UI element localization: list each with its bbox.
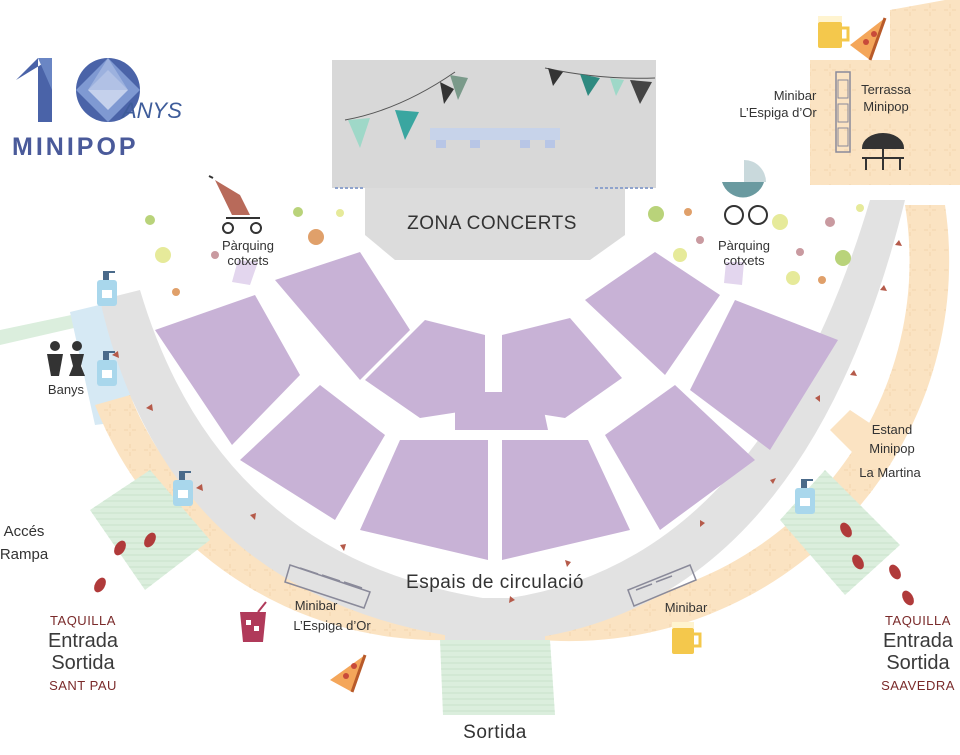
stand-label-2: Minipop <box>869 441 915 456</box>
bunting-flags-icon <box>344 67 656 148</box>
minibar-counter <box>284 564 697 609</box>
terrace-area <box>810 0 960 185</box>
seating-sector <box>605 385 755 530</box>
minibar-top-label-2: L’Espiga d’Or <box>739 105 817 120</box>
zone-concerts-label: ZONA CONCERTS <box>407 213 577 234</box>
seating-sector <box>585 252 720 375</box>
beer-icon <box>672 622 702 654</box>
walkway-arrows <box>112 240 902 603</box>
terrace-label-2: Minipop <box>863 99 909 114</box>
access-label-2: Rampa <box>0 546 49 563</box>
parking-right-label-2: cotxets <box>723 253 765 268</box>
seating-sector <box>502 440 630 560</box>
confetti-dots <box>145 204 864 296</box>
circulation-label: Espais de circulació <box>406 572 584 593</box>
entrance-right-taquilla: Taquilla <box>885 613 951 628</box>
footprints-icon <box>94 522 914 606</box>
parasol-table-icon <box>861 133 905 170</box>
toilet-icon <box>47 341 85 376</box>
access-label-1: Accés <box>4 523 45 540</box>
stroller-parking <box>232 260 744 285</box>
parking-left-label-1: Pàrquing <box>222 238 274 253</box>
stage <box>332 60 656 260</box>
la-martina-label: La Martina <box>859 465 921 480</box>
seating-sector <box>360 440 488 560</box>
stand-label-1: Estand <box>872 422 912 437</box>
entrance-left-line1: Entrada <box>48 630 119 652</box>
entrance-right-line1: Entrada <box>883 630 954 652</box>
minibar-left-label-1: Minibar <box>295 598 338 613</box>
pizza-icon <box>850 17 887 61</box>
seating-sector <box>690 300 838 450</box>
toilets-label: Banys <box>48 382 85 397</box>
logo-wordmark: MINIPOP <box>12 133 139 161</box>
exit-label: Sortida <box>463 722 527 743</box>
entrance-left-line2: Sortida <box>51 652 115 674</box>
seating-sector <box>155 295 300 445</box>
minipop-logo: ANYS MINIPOP <box>12 58 182 161</box>
seating-sectors <box>155 252 838 560</box>
stroller-icon <box>722 160 768 225</box>
seating-sector <box>275 252 410 380</box>
terrace-label-1: Terrassa <box>861 82 912 97</box>
entrance-right-street: Saavedra <box>881 678 955 693</box>
minibar-left-label-2: L’Espiga d’Or <box>293 618 371 633</box>
hand-sanitizer-icon <box>97 351 117 386</box>
entrance-right-line2: Sortida <box>886 652 950 674</box>
minibar-top-label-1: Minibar <box>774 88 817 103</box>
seating-sector <box>240 385 385 520</box>
stroller-icon <box>208 175 262 234</box>
pizza-icon <box>330 654 367 693</box>
parking-right-label-1: Pàrquing <box>718 238 770 253</box>
stand-area <box>830 410 895 470</box>
hand-sanitizer-icon <box>173 471 193 506</box>
logo-anys: ANYS <box>120 98 182 123</box>
entrance-left-taquilla: Taquilla <box>50 613 116 628</box>
beer-icon <box>818 16 850 48</box>
drink-icon <box>240 601 267 642</box>
parking-left-label-2: cotxets <box>227 253 269 268</box>
hand-sanitizer-icon <box>97 271 117 306</box>
hand-sanitizer-icon <box>795 479 815 514</box>
entrance-left-street: Sant Pau <box>49 678 117 693</box>
seating-sector <box>455 392 548 430</box>
walkway-ring <box>100 200 905 642</box>
minibar-right-label: Minibar <box>665 600 708 615</box>
